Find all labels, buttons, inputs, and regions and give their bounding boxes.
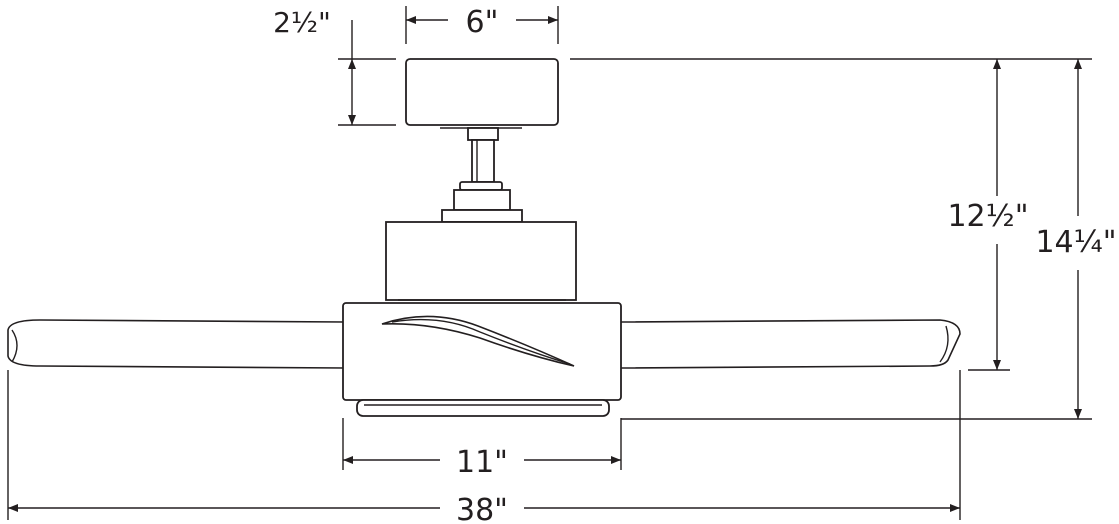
swoosh-decoration: [381, 315, 575, 367]
dim-overall-height: 14¼": [1035, 59, 1117, 419]
canopy: [405, 58, 559, 129]
downrod: [459, 127, 503, 191]
right-blade: [619, 319, 961, 369]
motor-housing-upper: [385, 189, 577, 301]
dim-canopy-width: 6": [405, 5, 559, 44]
housing-width-label: 11": [456, 445, 508, 480]
dim-blade-span: 38": [7, 370, 961, 524]
ceiling-to-blade-label: 12½": [947, 199, 1028, 234]
dim-ceiling-to-blade: 12½": [947, 59, 1029, 370]
dim-canopy-height: 2½": [273, 6, 396, 126]
light-kit: [356, 399, 610, 417]
blade-span-label: 38": [456, 493, 508, 524]
canopy-height-label: 2½": [273, 6, 331, 39]
dim-housing-width: 11": [342, 418, 622, 480]
overall-height-label: 14¼": [1035, 225, 1116, 260]
canopy-width-label: 6": [466, 5, 499, 40]
left-blade: [7, 319, 346, 369]
motor-housing-lower: [342, 302, 622, 401]
